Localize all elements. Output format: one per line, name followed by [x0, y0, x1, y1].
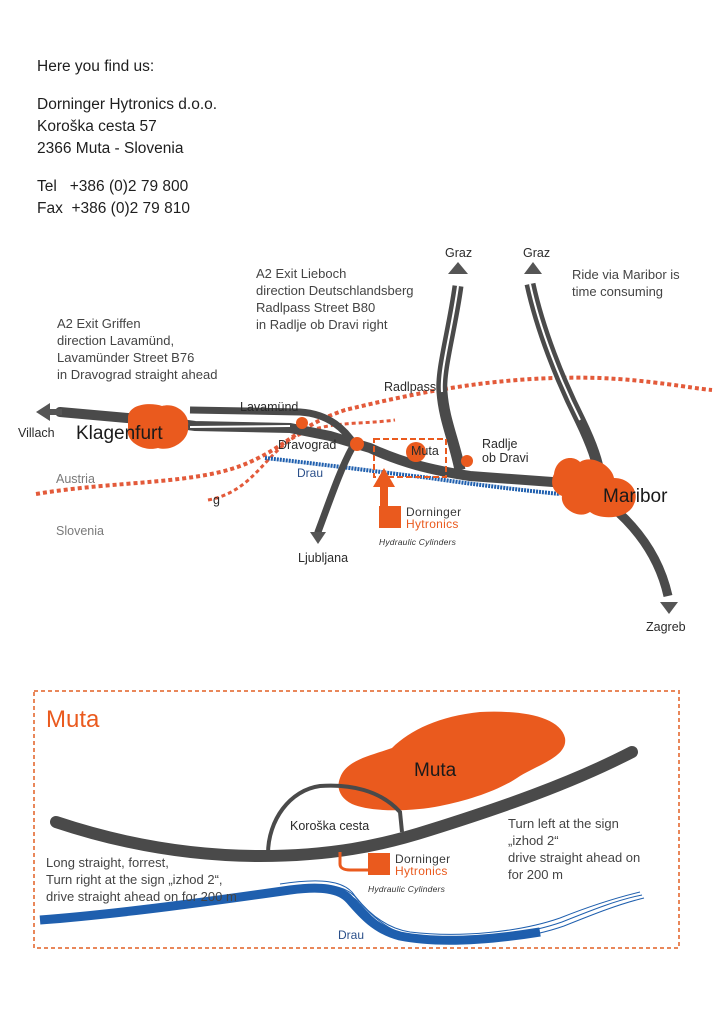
austria-slovenia-border — [35, 375, 713, 496]
g-mark: g — [213, 493, 220, 507]
note-line: in Radlje ob Dravi right — [256, 317, 388, 332]
river-line-3 — [277, 888, 645, 943]
detail-drau-label: Drau — [338, 928, 365, 942]
border-segment — [207, 418, 396, 502]
villach-arrow-shaft — [48, 409, 62, 415]
company-logo: Dorninger Hytronics Hydraulic Cylinders — [379, 505, 499, 547]
logo-square-icon — [368, 853, 390, 875]
note-line: drive straight ahead on — [508, 850, 641, 865]
detail-map-title: Muta — [46, 706, 100, 733]
logo-square-icon — [379, 506, 401, 528]
logo-line3: Hydraulic Cylinders — [368, 884, 446, 894]
overview-map — [35, 262, 713, 614]
logo-line1: Dorninger — [395, 852, 451, 866]
note-line: Long straight, forrest, — [46, 855, 169, 870]
lavamund-label: Lavamünd — [240, 400, 299, 414]
drau-label: Drau — [297, 466, 324, 480]
logo-line2: Hytronics — [395, 864, 448, 878]
note-line: A2 Exit Griffen — [57, 316, 141, 331]
villach-label: Villach — [18, 426, 55, 440]
note-line: A2 Exit Lieboch — [256, 266, 347, 281]
radlje-dot — [461, 455, 473, 467]
zagreb-arrow-icon — [660, 602, 678, 614]
logo-line1: Dorninger — [406, 505, 462, 519]
intro-heading: Here you find us: — [37, 56, 154, 78]
zagreb-road — [607, 501, 673, 598]
austria-label: Austria — [56, 472, 95, 486]
note-maribor: Ride via Maribor is time consuming — [572, 266, 680, 300]
note-line: Ride via Maribor is — [572, 267, 680, 282]
dravograd-label: Dravograd — [278, 438, 337, 452]
note-line: for 200 m — [508, 867, 563, 882]
muta-label: Muta — [411, 444, 439, 458]
ljubljana-arrow-icon — [310, 532, 326, 544]
intro-text: Here you find us: — [37, 58, 155, 75]
maribor-label: Maribor — [603, 486, 668, 507]
graz-label-2: Graz — [523, 246, 551, 260]
company-access-road — [338, 852, 370, 872]
address-block: Dorninger Hytronics d.o.o. Koroška cesta… — [37, 94, 217, 160]
note-line: drive straight ahead on for 200 m — [46, 889, 237, 904]
lavamund-dot — [296, 417, 308, 429]
graz-label-1: Graz — [445, 246, 473, 260]
muta-dot — [406, 442, 426, 462]
note-line: Lavamünder Street B76 — [57, 350, 195, 365]
highway-stripe — [189, 425, 291, 428]
graz-arrow-icon-2 — [524, 262, 542, 274]
phone-number: Tel +386 (0)2 79 800 — [37, 178, 189, 195]
detail-note-right: Turn left at the sign „izhod 2“ drive st… — [508, 815, 640, 883]
ljubljana-label: Ljubljana — [298, 551, 349, 565]
note-line: Turn right at the sign „izhod 2“, — [46, 872, 223, 887]
note-lieboch: A2 Exit Lieboch direction Deutschlandsbe… — [256, 265, 414, 333]
fax-number: Fax +386 (0)2 79 810 — [37, 200, 190, 217]
detail-company-logo: Dorninger Hytronics Hydraulic Cylinders — [368, 852, 488, 894]
maribor-graz-stripe — [529, 283, 581, 421]
villach-arrow-icon — [36, 403, 50, 421]
radlpass-stripe — [440, 285, 459, 393]
company-name: Dorninger Hytronics d.o.o. — [37, 96, 218, 113]
note-line: Radlpass Street B80 — [256, 300, 376, 315]
zagreb-label: Zagreb — [646, 620, 686, 634]
city-address: 2366 Muta - Slovenia — [37, 140, 184, 157]
note-line: Turn left at the sign — [508, 816, 619, 831]
note-griffen: A2 Exit Griffen direction Lavamünd, Lava… — [57, 315, 217, 383]
radlje-label: Radlje ob Dravi — [482, 437, 529, 465]
ljubljana-road — [314, 444, 356, 536]
logo-line2: Hytronics — [406, 517, 459, 531]
note-line: direction Lavamünd, — [57, 333, 175, 348]
maribor-graz-road — [524, 282, 606, 479]
street-address: Koroška cesta 57 — [37, 118, 157, 135]
note-line: „izhod 2“ — [508, 833, 559, 848]
main-road — [55, 407, 585, 489]
contact-block: Tel +386 (0)2 79 800 Fax +386 (0)2 79 81… — [37, 176, 190, 220]
dravograd-dot — [350, 437, 364, 451]
logo-line3: Hydraulic Cylinders — [379, 537, 457, 547]
detail-note-left: Long straight, forrest, Turn right at th… — [46, 854, 237, 905]
note-line: time consuming — [572, 284, 664, 299]
muta-highlight-box — [373, 438, 447, 478]
location-arrow-shaft — [380, 485, 388, 507]
graz-arrow-icon-1 — [448, 262, 468, 274]
note-line: in Dravograd straight ahead — [57, 367, 218, 382]
detail-muta-label: Muta — [414, 760, 457, 781]
radlpass-road — [436, 285, 466, 472]
maribor-city — [552, 458, 636, 518]
klagenfurt-city — [127, 404, 189, 449]
radlpass-label: Radlpass — [384, 380, 437, 394]
slovenia-label: Slovenia — [56, 524, 104, 538]
klagenfurt-label: Klagenfurt — [76, 423, 163, 444]
location-arrow-icon — [373, 468, 395, 487]
koroska-cesta-label: Koroška cesta — [290, 819, 370, 833]
note-line: direction Deutschlandsberg — [256, 283, 414, 298]
